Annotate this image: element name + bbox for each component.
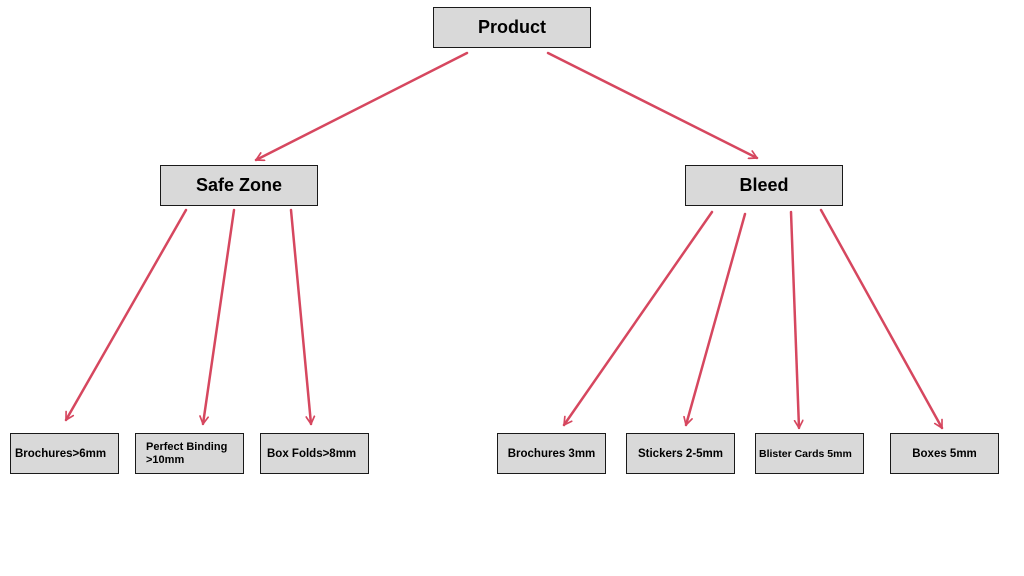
node-label: Brochures>6mm bbox=[15, 447, 107, 460]
node-bleed-boxes: Boxes 5mm bbox=[890, 433, 999, 474]
node-bleed-stickers: Stickers 2-5mm bbox=[626, 433, 735, 474]
arrow-product-to-safe-zone bbox=[254, 51, 469, 162]
arrow-bleed-to-stickers bbox=[683, 212, 747, 427]
node-label: Perfect Binding >10mm bbox=[146, 440, 228, 466]
node-safe-zone-label: Safe Zone bbox=[195, 175, 283, 195]
arrow-bleed-to-blister-cards bbox=[789, 210, 804, 430]
node-label: Brochures 3mm bbox=[507, 447, 596, 460]
node-label: Box Folds>8mm bbox=[267, 447, 357, 460]
node-safe-zone: Safe Zone bbox=[160, 165, 318, 206]
node-safe-zone-brochures: Brochures>6mm bbox=[10, 433, 119, 474]
node-bleed-label: Bleed bbox=[739, 175, 789, 195]
arrow-safe-zone-to-box-folds bbox=[289, 208, 316, 426]
node-bleed-brochures: Brochures 3mm bbox=[497, 433, 606, 474]
node-label: Blister Cards 5mm bbox=[759, 447, 852, 460]
arrow-safe-zone-to-brochures bbox=[64, 208, 188, 422]
arrow-bleed-to-boxes bbox=[819, 208, 944, 430]
node-label: Stickers 2-5mm bbox=[637, 447, 724, 460]
node-safe-zone-perfect-binding: Perfect Binding >10mm bbox=[135, 433, 244, 474]
node-bleed: Bleed bbox=[685, 165, 843, 206]
node-bleed-blister-cards: Blister Cards 5mm bbox=[755, 433, 864, 474]
arrow-bleed-to-brochures bbox=[562, 210, 714, 427]
node-product: Product bbox=[433, 7, 591, 48]
node-label: Boxes 5mm bbox=[912, 447, 977, 460]
arrow-product-to-bleed bbox=[546, 51, 759, 160]
node-product-label: Product bbox=[477, 17, 546, 37]
arrow-safe-zone-to-perfect-binding bbox=[199, 208, 236, 426]
node-safe-zone-box-folds: Box Folds>8mm bbox=[260, 433, 369, 474]
